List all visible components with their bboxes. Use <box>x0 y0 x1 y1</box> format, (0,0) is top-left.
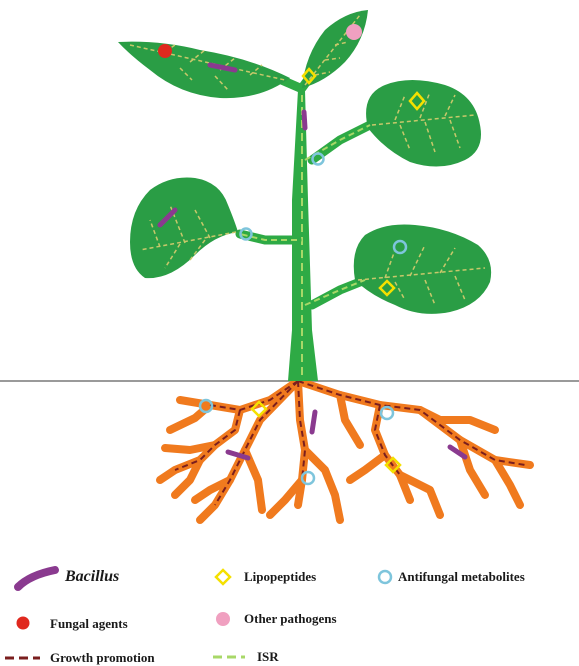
legend-bacillus-icon <box>18 570 55 587</box>
other-pathogen-marker <box>346 24 362 40</box>
legend-fungal-icon <box>17 617 30 630</box>
legend-lipopeptides-icon <box>216 570 230 584</box>
leaf-left-mid <box>130 178 238 279</box>
legend-isr-label: ISR <box>257 649 279 665</box>
legend-other-pathogens-label: Other pathogens <box>244 611 337 627</box>
legend-lipopeptides-label: Lipopeptides <box>244 569 316 585</box>
fungal-agent-marker <box>158 44 172 58</box>
leaf-top-left <box>118 42 290 99</box>
legend-bacillus-label: Bacillus <box>65 568 119 586</box>
legend-fungal-label: Fungal agents <box>50 616 128 632</box>
leaf-right-upper <box>366 80 481 167</box>
legend-growth-label: Growth promotion <box>50 650 155 666</box>
legend-antifungal-label: Antifungal metabolites <box>398 569 525 585</box>
legend-antifungal-icon <box>379 571 391 583</box>
leaf-top-right <box>302 10 368 88</box>
legend-other-pathogens-icon <box>216 612 230 626</box>
root-system <box>160 381 530 520</box>
